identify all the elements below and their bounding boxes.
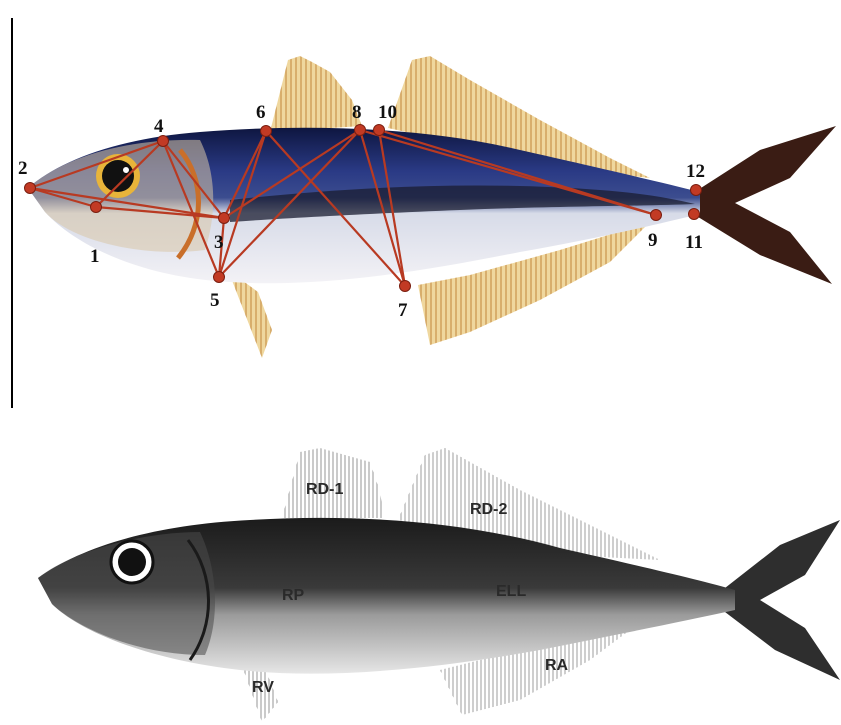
- tail-fin: [690, 126, 836, 284]
- landmark-label-10: 10: [378, 102, 397, 123]
- landmark-2: [25, 183, 36, 194]
- landmark-label-8: 8: [352, 102, 362, 123]
- landmark-label-4: 4: [154, 116, 164, 137]
- landmark-5: [214, 272, 225, 283]
- sketch-eye-pupil: [118, 548, 146, 576]
- landmark-11: [689, 209, 700, 220]
- landmark-label-12: 12: [686, 161, 705, 182]
- landmark-label-3: 3: [214, 232, 224, 253]
- landmark-10: [374, 125, 385, 136]
- landmark-9: [651, 210, 662, 221]
- label-rv: RV: [252, 679, 274, 696]
- label-ell: ELL: [496, 583, 526, 600]
- landmark-7: [400, 281, 411, 292]
- label-rp: RP: [282, 587, 305, 604]
- sketch-tail-fin: [725, 520, 840, 680]
- eye-pupil: [102, 160, 134, 192]
- landmark-label-9: 9: [648, 230, 658, 251]
- landmark-label-1: 1: [90, 246, 100, 267]
- landmark-label-5: 5: [210, 290, 220, 311]
- landmark-label-2: 2: [18, 158, 28, 179]
- label-ra: RA: [545, 657, 569, 674]
- label-rd1: RD-1: [306, 481, 343, 498]
- label-rd2: RD-2: [470, 501, 507, 518]
- landmark-12: [691, 185, 702, 196]
- landmark-label-11: 11: [685, 232, 703, 253]
- sketch-fish-panel: RD-1 RD-2 RP ELL RV RA: [38, 448, 840, 722]
- landmark-4: [158, 136, 169, 147]
- landmark-3: [219, 213, 230, 224]
- first-dorsal-fin: [270, 56, 362, 132]
- landmark-6: [261, 126, 272, 137]
- landmark-label-6: 6: [256, 102, 266, 123]
- landmark-label-7: 7: [398, 300, 408, 321]
- landmark-8: [355, 125, 366, 136]
- eye-highlight: [123, 167, 129, 173]
- landmark-1: [91, 202, 102, 213]
